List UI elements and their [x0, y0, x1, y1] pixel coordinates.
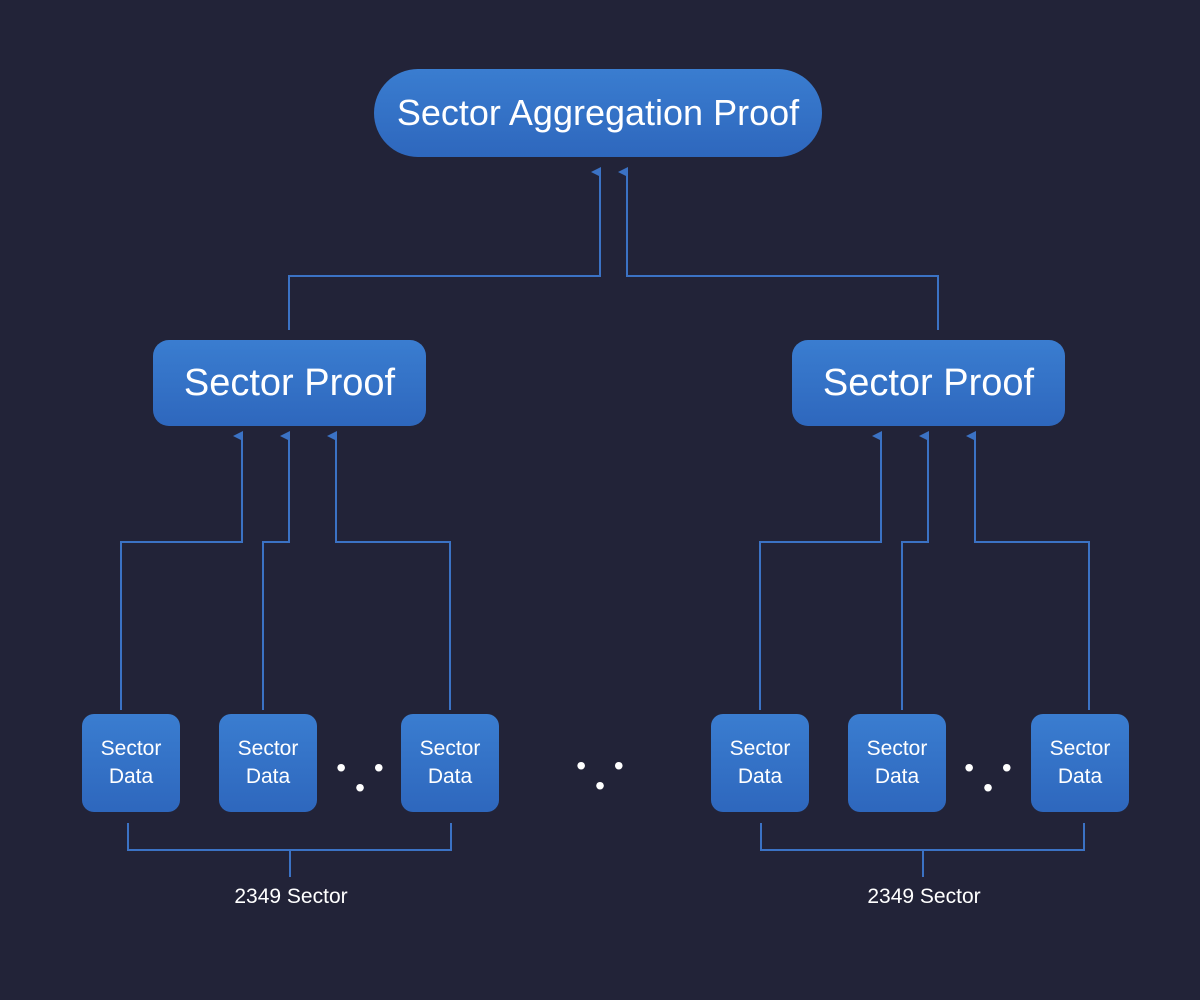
right-sector-data-node-1: Sector Data — [711, 714, 809, 812]
right-group-ellipsis: • • • — [964, 752, 1022, 803]
left-bracket — [127, 823, 452, 851]
right-bracket — [760, 823, 1085, 851]
right-sector-proof-node: Sector Proof — [792, 340, 1065, 426]
left-sector-proof-node: Sector Proof — [153, 340, 426, 426]
right-sector-data-node-3: Sector Data — [1031, 714, 1129, 812]
right-data-1-connector — [759, 431, 882, 710]
right-sector-count-label: 2349 Sector — [867, 885, 981, 908]
left-proof-to-root-connector — [288, 167, 601, 330]
sector-aggregation-proof-node: Sector Aggregation Proof — [374, 69, 822, 157]
left-sector-data-node-3: Sector Data — [401, 714, 499, 812]
root-label: Sector Aggregation Proof — [396, 92, 800, 133]
left-sector-count-label: 2349 Sector — [234, 885, 348, 908]
left-data-2-connector — [262, 431, 290, 710]
left-sector-data-node-1: Sector Data — [82, 714, 180, 812]
between-groups-ellipsis: • • • — [576, 750, 634, 801]
left-data-1-connector — [120, 431, 243, 710]
left-group-ellipsis: • • • — [336, 752, 394, 803]
right-proof-to-root-connector — [618, 167, 939, 330]
right-sector-data-node-2: Sector Data — [848, 714, 946, 812]
left-proof-label: Sector Proof — [183, 361, 396, 404]
right-proof-label: Sector Proof — [822, 361, 1035, 404]
left-sector-data-node-2: Sector Data — [219, 714, 317, 812]
right-data-3-connector — [966, 431, 1090, 710]
right-data-2-connector — [901, 431, 929, 710]
left-data-3-connector — [327, 431, 451, 710]
